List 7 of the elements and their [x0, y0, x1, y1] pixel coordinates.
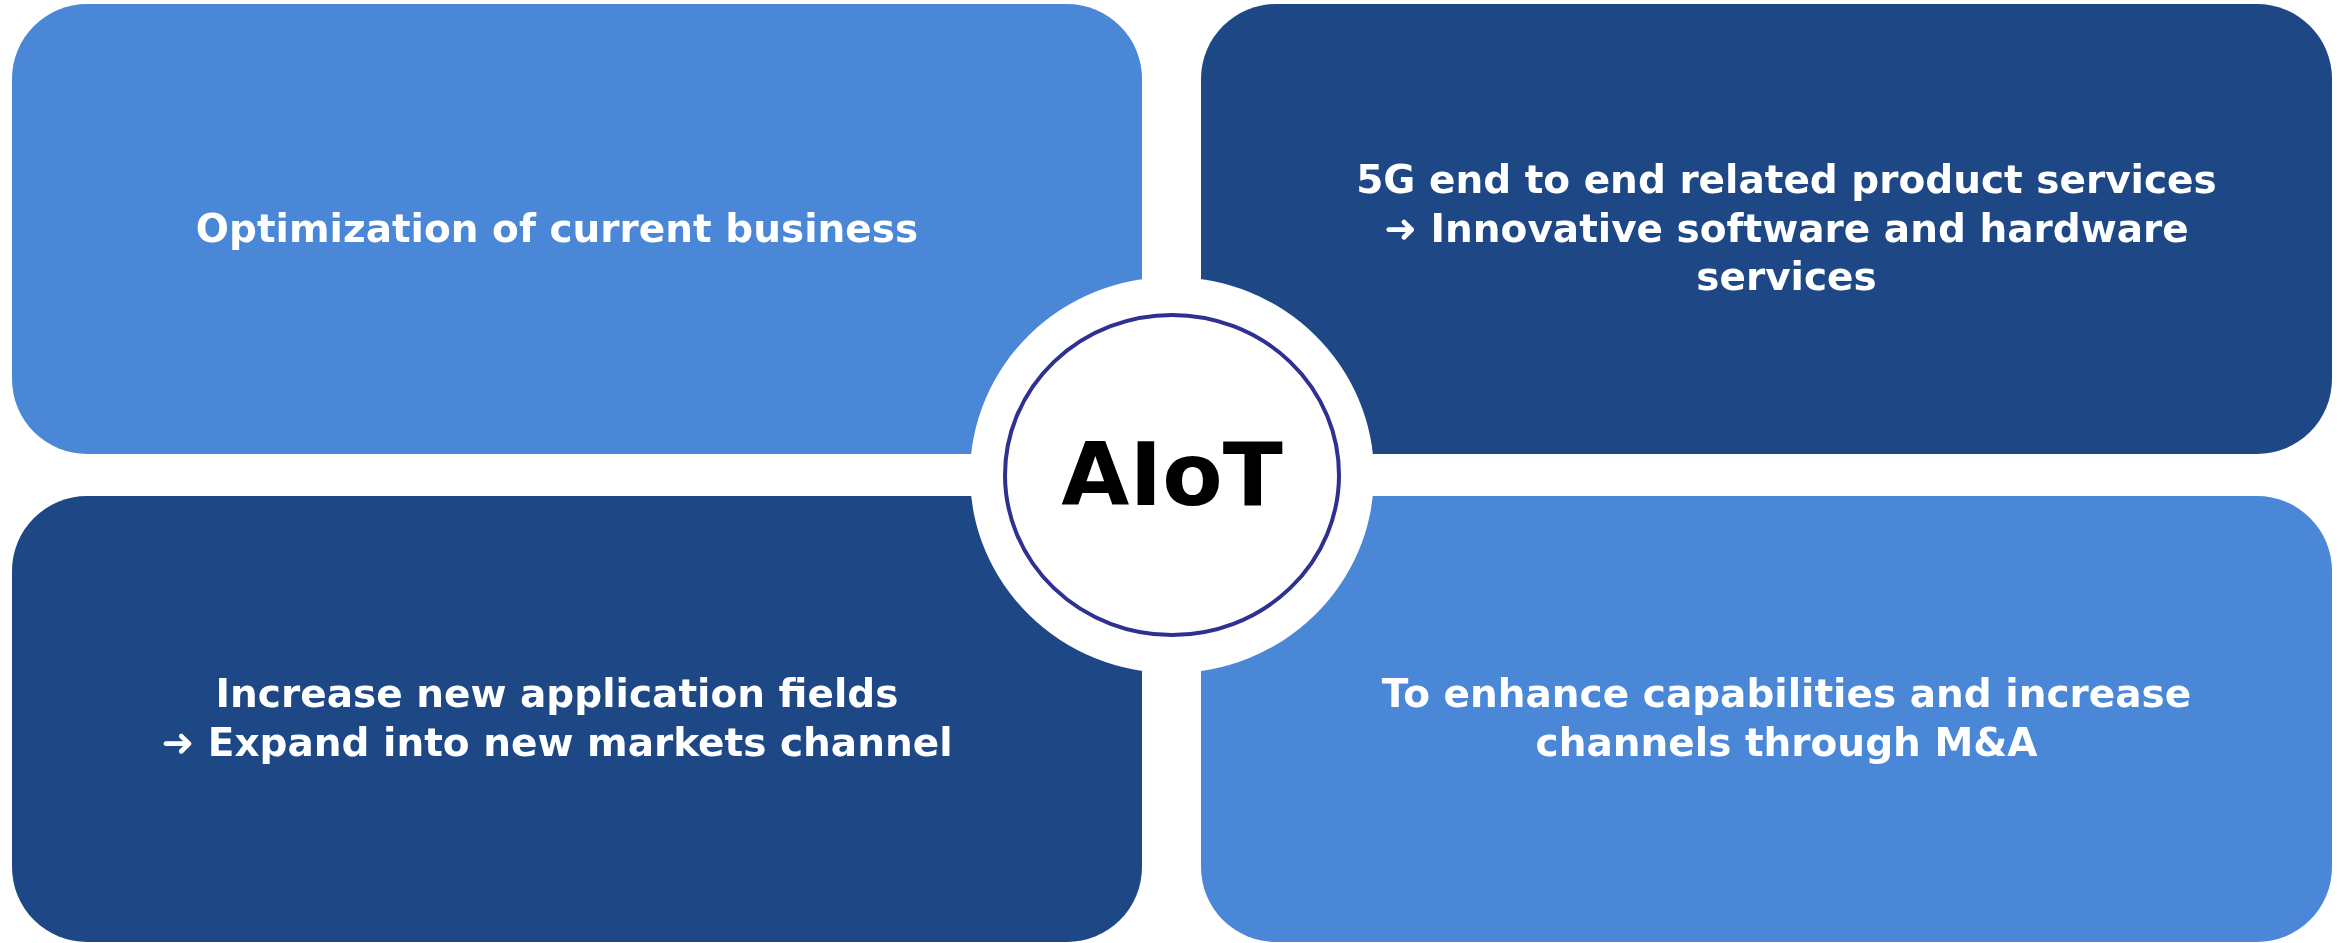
center-title: AIoT [1061, 422, 1283, 528]
box-text: ➜ Innovative software and hardware services [1383, 204, 2190, 302]
box-text: To enhance capabilities and increase channels through M&A [1380, 670, 2193, 767]
box-text: Increase new application fields [215, 670, 899, 719]
box-text: ➜ Expand into new markets channel [161, 719, 953, 767]
box-text: 5G end to end related product services [1356, 155, 2217, 204]
box-text: Optimization of current business [195, 204, 919, 253]
